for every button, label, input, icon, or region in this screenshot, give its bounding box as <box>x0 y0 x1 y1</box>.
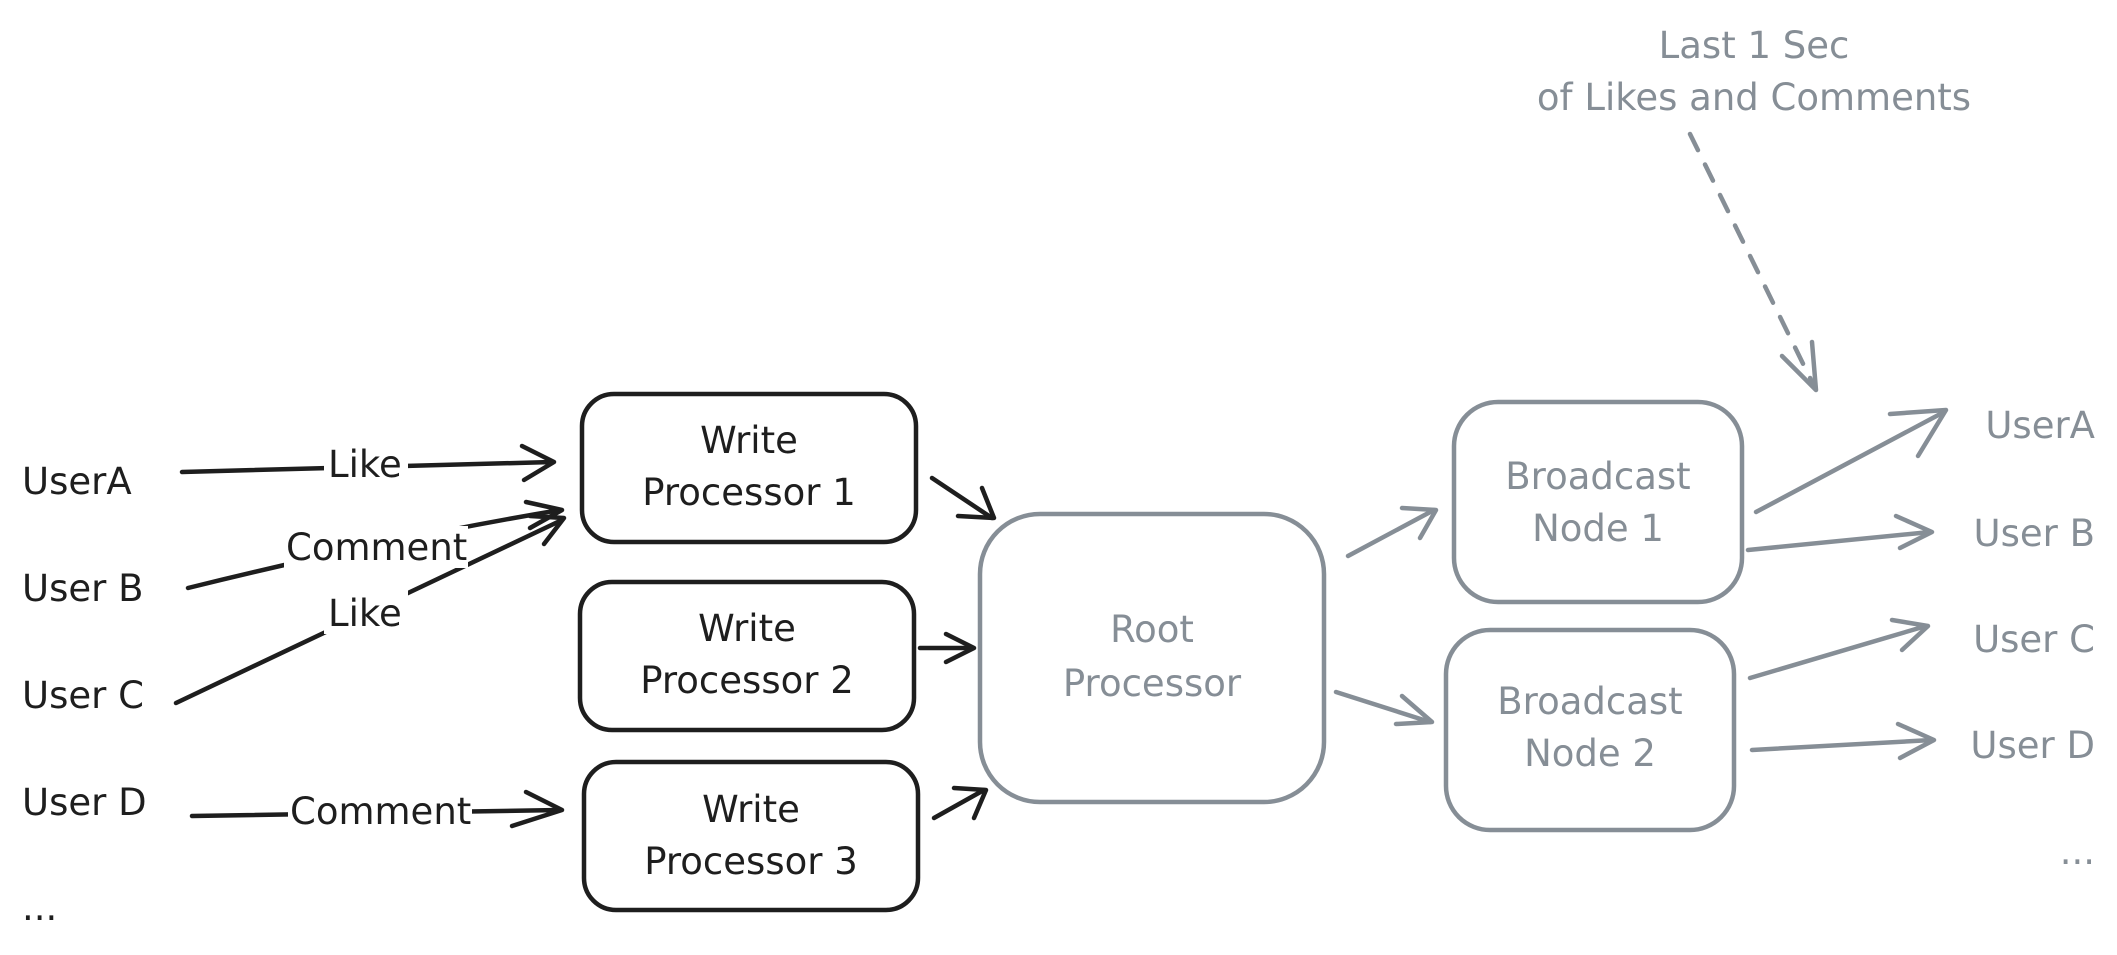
edge-label-userb: Comment <box>286 526 467 569</box>
edge-label-userc: Like <box>328 592 402 635</box>
left-user-b: User B <box>22 567 143 610</box>
left-user-d: User D <box>22 781 147 824</box>
write-processor-2-line1: Write <box>698 607 796 650</box>
annotation-line1: Last 1 Sec <box>1659 24 1850 67</box>
broadcast-node-1: Broadcast Node 1 <box>1451 399 1745 605</box>
broadcast-node-2-line2: Node 2 <box>1524 732 1656 775</box>
edge-userd-arrowhead <box>509 789 565 829</box>
edge-write-3-arrowhead <box>951 785 989 821</box>
edge-write-1-to-root <box>929 475 995 521</box>
right-user-ellipsis: ... <box>2060 830 2095 873</box>
edge-root-to-broadcast-1 <box>1345 507 1437 559</box>
left-user-c: User C <box>22 674 144 717</box>
broadcast-node-1-line2: Node 1 <box>1532 507 1664 550</box>
broadcast-node-1-line1: Broadcast <box>1505 455 1690 498</box>
write-processor-3-line1: Write <box>702 788 800 831</box>
right-user-a: UserA <box>1985 404 2095 447</box>
root-processor-line2: Processor <box>1063 662 1242 705</box>
edge-broadcast-1-to-usera-arrowhead <box>1887 407 1949 459</box>
annotation-dashed-arrow <box>1687 131 1817 389</box>
broadcast-node-2: Broadcast Node 2 <box>1443 627 1737 833</box>
edge-userc-arrowhead <box>527 513 567 547</box>
write-processor-1-line1: Write <box>700 419 798 462</box>
write-processor-3-line2: Processor 3 <box>644 840 858 883</box>
edge-root-to-broadcast-2 <box>1333 689 1433 725</box>
left-user-a: UserA <box>22 460 132 503</box>
edge-broadcast-2-to-userc <box>1747 623 1929 681</box>
write-processor-1: Write Processor 1 <box>579 391 919 545</box>
edge-label-usera: Like <box>328 443 402 486</box>
annotation-line2: of Likes and Comments <box>1537 76 1971 119</box>
right-user-d: User D <box>1970 724 2095 767</box>
edge-label-userd: Comment <box>290 790 471 833</box>
annotation-dashed-arrowhead <box>1779 339 1819 393</box>
left-user-ellipsis: ... <box>22 886 57 929</box>
root-processor-line1: Root <box>1110 608 1194 651</box>
edge-broadcast-1-to-userb <box>1745 529 1933 553</box>
edge-write-1-arrowhead <box>955 485 997 521</box>
edge-broadcast-1-to-usera <box>1753 409 1947 515</box>
write-processor-2-line2: Processor 2 <box>640 659 854 702</box>
right-user-b: User B <box>1974 512 2095 555</box>
edge-broadcast-1-to-userb-arrowhead <box>1893 513 1935 551</box>
root-processor: Root Processor <box>977 511 1327 805</box>
edge-userb-arrowhead <box>523 499 565 531</box>
edge-root-to-broadcast-2-arrowhead <box>1393 693 1435 727</box>
edge-broadcast-2-to-userc-arrowhead <box>1889 617 1931 653</box>
edge-root-to-broadcast-1-arrowhead <box>1399 505 1439 541</box>
write-processor-1-line2: Processor 1 <box>642 471 856 514</box>
edge-broadcast-2-to-userd-arrowhead <box>1895 721 1937 761</box>
broadcast-node-2-line1: Broadcast <box>1497 680 1682 723</box>
right-user-c: User C <box>1973 618 2095 661</box>
write-processor-3: Write Processor 3 <box>581 759 921 913</box>
write-processor-2: Write Processor 2 <box>577 579 917 733</box>
edge-broadcast-2-to-userd <box>1749 737 1935 753</box>
edge-write-2-arrowhead <box>943 631 977 665</box>
edge-write-3-to-root <box>931 787 987 821</box>
edge-usera-arrowhead <box>519 443 557 483</box>
